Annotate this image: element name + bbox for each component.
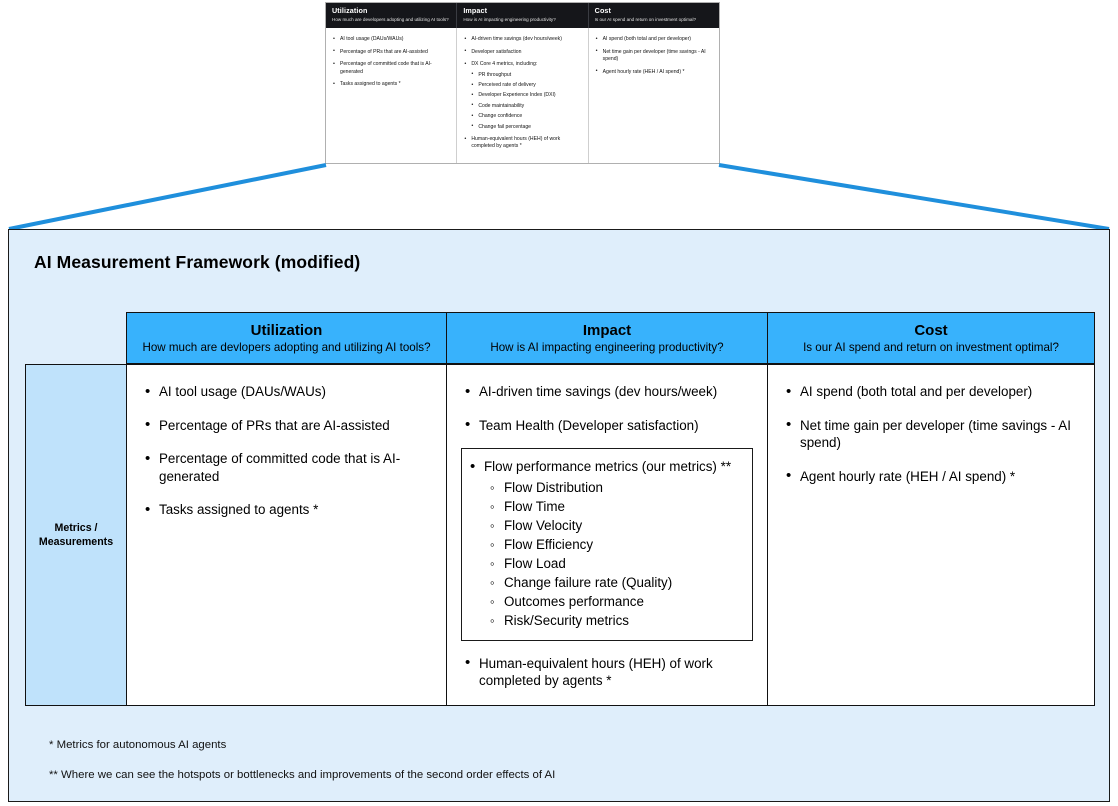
thumbnail-header-row: Utilization How much are developers adop… xyxy=(326,3,719,28)
table-header-utilization: Utilization How much are devlopers adopt… xyxy=(126,312,446,364)
footnotes: * Metrics for autonomous AI agents ** Wh… xyxy=(49,737,1049,797)
list-item: Perceived rate of delivery xyxy=(471,81,580,89)
connector-line-left xyxy=(8,163,327,231)
list-item: Human-equivalent hours (HEH) of work com… xyxy=(461,654,753,690)
table-cell-impact: AI-driven time savings (dev hours/week) … xyxy=(446,364,767,706)
footnote-single-asterisk: * Metrics for autonomous AI agents xyxy=(49,739,227,751)
thumbnail-body-row: AI tool usage (DAUs/WAUs) Percentage of … xyxy=(326,28,719,163)
thumbnail-header-cost-title: Cost xyxy=(594,6,612,15)
page-title: AI Measurement Framework (modified) xyxy=(34,252,361,272)
table-row: Metrics / Measurements AI tool usage (DA… xyxy=(25,364,1095,706)
list-item: Flow Distribution xyxy=(466,478,742,497)
connector-line-right xyxy=(718,163,1110,231)
thumbnail-header-utilization: Utilization How much are developers adop… xyxy=(326,3,458,28)
table-cell-cost: AI spend (both total and per developer) … xyxy=(767,364,1095,706)
table-row-label-text: Metrics / Measurements xyxy=(35,521,117,549)
source-thumbnail-diagram[interactable]: Utilization How much are developers adop… xyxy=(325,2,720,164)
expanded-framework-panel: AI Measurement Framework (modified) Util… xyxy=(8,229,1110,802)
thumbnail-cell-utilization: AI tool usage (DAUs/WAUs) Percentage of … xyxy=(326,28,458,163)
table-header-impact: Impact How is AI impacting engineering p… xyxy=(446,312,767,364)
thumbnail-header-impact-subtitle: How is AI impacting engineering producti… xyxy=(463,17,556,22)
list-item: Flow Load xyxy=(466,554,742,573)
table-header-cost-subtitle: Is our AI spend and return on investment… xyxy=(803,340,1059,354)
flow-metrics-sublist: Flow Distribution Flow Time Flow Velocit… xyxy=(466,478,742,630)
list-item: AI tool usage (DAUs/WAUs) xyxy=(141,383,432,401)
table-cell-utilization: AI tool usage (DAUs/WAUs) Percentage of … xyxy=(126,364,446,706)
list-item: PR throughput xyxy=(471,71,580,79)
list-item: Percentage of PRs that are AI-assisted xyxy=(333,48,449,56)
thumbnail-header-impact-title: Impact xyxy=(463,6,488,15)
table-header-cost-title: Cost xyxy=(914,321,948,339)
thumbnail-cell-cost: AI spend (both total and per developer) … xyxy=(589,28,719,163)
thumbnail-header-utilization-subtitle: How much are developers adopting and uti… xyxy=(332,17,449,22)
list-item: Developer Experience Index (DXI) xyxy=(471,92,580,99)
list-item: Agent hourly rate (HEH / AI spend) * xyxy=(596,68,712,76)
list-item: Developer satisfaction xyxy=(464,48,580,56)
list-item: Code maintainability xyxy=(471,102,580,110)
list-item: Human-equivalent hours (HEH) of work com… xyxy=(464,136,580,150)
list-item: Flow Time xyxy=(466,497,742,516)
thumbnail-header-utilization-title: Utilization xyxy=(332,6,368,15)
list-item: AI spend (both total and per developer) xyxy=(782,383,1080,401)
table-row-label-line-2: Measurements xyxy=(38,536,114,548)
list-item: AI-driven time savings (dev hours/week) xyxy=(461,383,753,401)
list-item: Tasks assigned to agents * xyxy=(141,501,432,519)
table-header-utilization-title: Utilization xyxy=(250,321,323,339)
list-item: Net time gain per developer (time saving… xyxy=(782,416,1080,452)
table-header-row: Utilization How much are devlopers adopt… xyxy=(126,312,1095,364)
list-item-label: DX Core 4 metrics, including: xyxy=(471,61,538,68)
table-row-label-metrics: Metrics / Measurements xyxy=(25,364,126,706)
table-header-utilization-subtitle: How much are devlopers adopting and util… xyxy=(142,340,431,354)
list-item: Percentage of committed code that is AI-… xyxy=(333,61,449,75)
table-header-impact-subtitle: How is AI impacting engineering producti… xyxy=(490,340,724,354)
list-item: Change confidence xyxy=(471,113,580,120)
list-item: Net time gain per developer (time saving… xyxy=(596,48,712,63)
thumbnail-impact-sublist: PR throughput Perceived rate of delivery… xyxy=(471,71,580,131)
table-header-impact-title: Impact xyxy=(582,321,632,339)
thumbnail-cell-impact: AI-driven time savings (dev hours/week) … xyxy=(457,28,589,163)
list-item: Team Health (Developer satisfaction) xyxy=(461,416,753,435)
impact-metrics-list-after-box: Human-equivalent hours (HEH) of work com… xyxy=(461,654,753,690)
list-item: Tasks assigned to agents * xyxy=(333,81,449,88)
utilization-metrics-list: AI tool usage (DAUs/WAUs) Percentage of … xyxy=(141,383,432,519)
list-item: AI tool usage (DAUs/WAUs) xyxy=(333,35,449,43)
list-item: AI spend (both total and per developer) xyxy=(596,35,712,43)
list-item: Flow performance metrics (our metrics) *… xyxy=(466,458,742,476)
thumbnail-utilization-list: AI tool usage (DAUs/WAUs) Percentage of … xyxy=(333,35,449,89)
list-item: Percentage of committed code that is AI-… xyxy=(141,450,432,485)
thumbnail-header-cost: Cost Is our AI spend and return on inves… xyxy=(589,3,719,28)
list-item: Agent hourly rate (HEH / AI spend) * xyxy=(782,467,1080,486)
table-row-label-line-1: Metrics / xyxy=(54,522,98,534)
list-item: Change failure rate (Quality) xyxy=(466,573,742,592)
thumbnail-header-impact: Impact How is AI impacting engineering p… xyxy=(457,3,589,28)
list-item: Percentage of PRs that are AI-assisted xyxy=(141,416,432,435)
list-item: Risk/Security metrics xyxy=(466,611,742,630)
list-item: Flow Velocity xyxy=(466,516,742,535)
thumbnail-header-cost-subtitle: Is our AI spend and return on investment… xyxy=(594,17,697,22)
cost-metrics-list: AI spend (both total and per developer) … xyxy=(782,383,1080,485)
footnote-double-asterisk: ** Where we can see the hotspots or bott… xyxy=(49,769,556,781)
thumbnail-impact-list: AI-driven time savings (dev hours/week) … xyxy=(464,35,580,151)
impact-metrics-list: AI-driven time savings (dev hours/week) … xyxy=(461,383,753,434)
table-header-cost: Cost Is our AI spend and return on inves… xyxy=(767,312,1095,364)
list-item: Outcomes performance xyxy=(466,592,742,611)
list-item: DX Core 4 metrics, including: PR through… xyxy=(464,61,580,131)
list-item: Flow Efficiency xyxy=(466,535,742,554)
flow-metrics-list: Flow performance metrics (our metrics) *… xyxy=(466,458,742,476)
framework-table: Utilization How much are devlopers adopt… xyxy=(25,312,1095,706)
flow-performance-metrics-box: Flow performance metrics (our metrics) *… xyxy=(461,448,753,641)
list-item: AI-driven time savings (dev hours/week) xyxy=(464,35,580,43)
thumbnail-cost-list: AI spend (both total and per developer) … xyxy=(596,35,712,76)
list-item: Change fail percentage xyxy=(471,123,580,131)
flow-metrics-parent-label: Flow performance metrics (our metrics) *… xyxy=(484,459,732,474)
